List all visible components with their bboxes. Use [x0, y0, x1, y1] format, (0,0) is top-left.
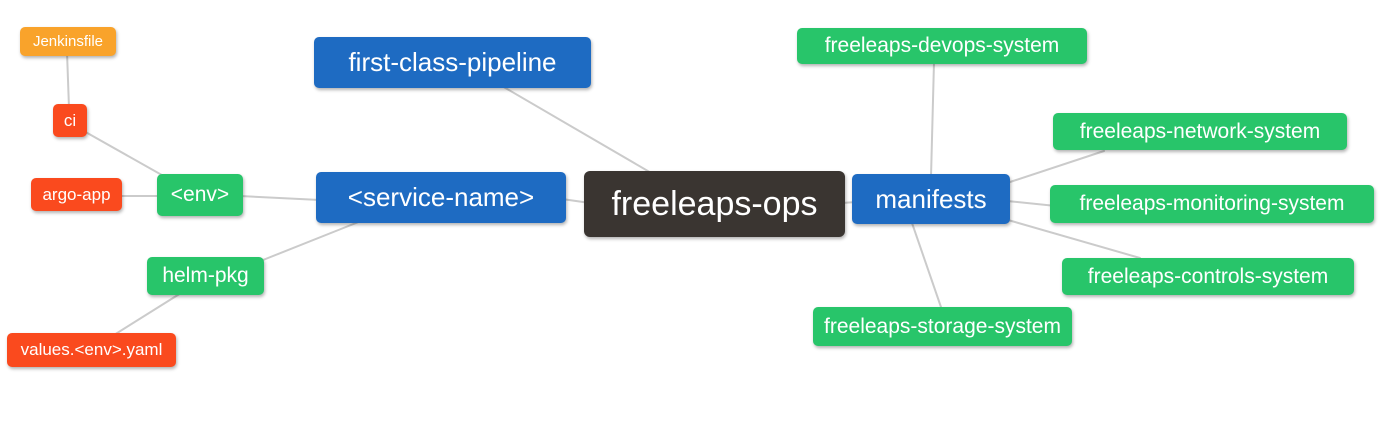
node-freeleaps-network-system[interactable]: freeleaps-network-system	[1053, 113, 1347, 150]
node-manifests[interactable]: manifests	[852, 174, 1010, 224]
node-freeleaps-devops-system[interactable]: freeleaps-devops-system	[797, 28, 1087, 64]
node-jenkinsfile[interactable]: Jenkinsfile	[20, 27, 116, 56]
edge-manifests-monitoring	[1006, 200, 1057, 207]
edge-values-helm-pkg	[113, 292, 182, 336]
edge-manifests-devops	[930, 61, 935, 178]
edge-jenkinsfile-ci	[66, 51, 70, 109]
node-service-name[interactable]: <service-name>	[316, 172, 566, 223]
edge-env-service-name	[239, 195, 321, 201]
node-freeleaps-storage-system[interactable]: freeleaps-storage-system	[813, 307, 1072, 346]
edge-helm-pkg-service-name	[262, 220, 362, 261]
node-first-class-pipeline[interactable]: first-class-pipeline	[314, 37, 591, 88]
node-freeleaps-monitoring-system[interactable]: freeleaps-monitoring-system	[1050, 185, 1374, 223]
node-freeleaps-ops[interactable]: freeleaps-ops	[584, 171, 845, 237]
edge-manifests-network	[1006, 150, 1105, 184]
edge-manifests-controls	[1007, 219, 1141, 259]
node-freeleaps-controls-system[interactable]: freeleaps-controls-system	[1062, 258, 1354, 295]
node-values-env-yaml[interactable]: values.<env>.yaml	[7, 333, 176, 367]
edge-manifests-storage	[911, 222, 943, 311]
node-helm-pkg[interactable]: helm-pkg	[147, 257, 264, 295]
edge-pipeline-root	[501, 85, 654, 175]
node-argo-app[interactable]: argo-app	[31, 178, 122, 211]
node-env[interactable]: <env>	[157, 174, 243, 216]
node-ci[interactable]: ci	[53, 104, 87, 137]
